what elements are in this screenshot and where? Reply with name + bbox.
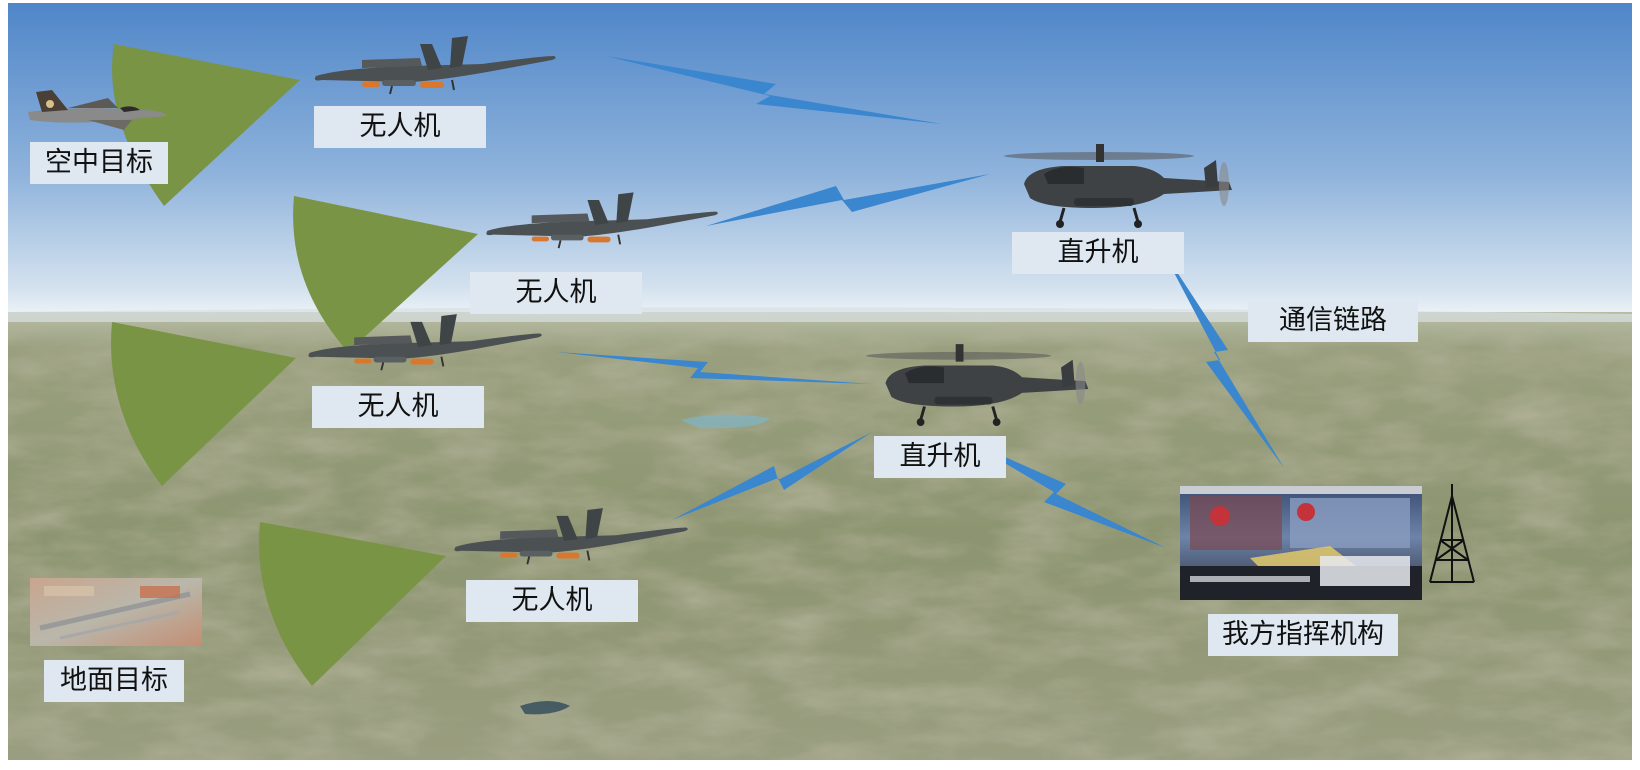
comm-links — [556, 56, 1284, 548]
helicopter-label-1: 直升机 — [1012, 232, 1184, 274]
uav-label-2: 无人机 — [470, 272, 642, 314]
airfield-photo-icon — [30, 578, 202, 646]
air-target-label: 空中目标 — [30, 142, 168, 184]
uav-label-1: 无人机 — [314, 106, 486, 148]
comm-link-uav2-heli1 — [706, 174, 990, 226]
fighter-jet-icon — [28, 90, 167, 130]
uav-label-3: 无人机 — [312, 386, 484, 428]
helicopter-label-2: 直升机 — [874, 436, 1006, 478]
ground-target-label: 地面目标 — [44, 660, 184, 702]
comm-link-uav1-heli1 — [606, 56, 942, 124]
sensor-cone-uav-2 — [293, 196, 478, 352]
sky-background — [8, 2, 1632, 316]
sensor-cone-uav-4 — [259, 522, 446, 686]
comm-link-heli1-command — [1160, 246, 1284, 468]
comm-link-heli2-command — [962, 438, 1166, 548]
command-center-label: 我方指挥机构 — [1208, 614, 1398, 656]
comm-link-label: 通信链路 — [1248, 300, 1418, 342]
uav-label-4: 无人机 — [466, 580, 638, 622]
comm-link-uav4-heli2 — [672, 432, 872, 520]
comm-link-uav3-heli2 — [556, 352, 872, 384]
sensor-cone-uav-3 — [111, 322, 296, 486]
command-room-photo-icon — [1180, 486, 1422, 600]
radio-tower-icon — [1429, 484, 1475, 583]
